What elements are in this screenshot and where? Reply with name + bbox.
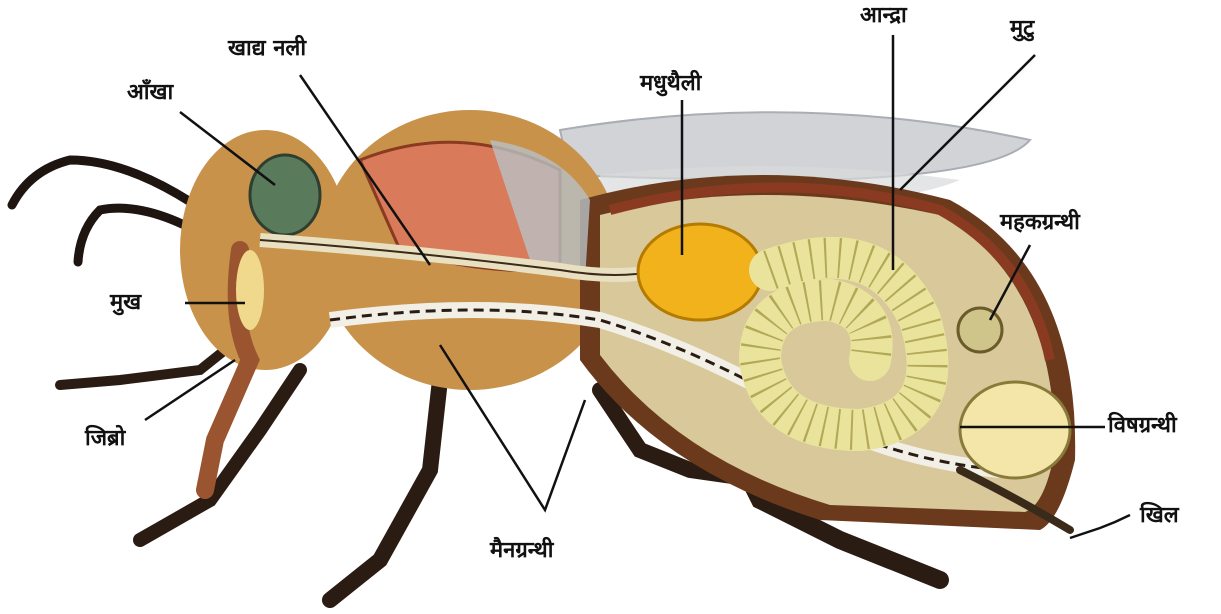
label-sting: खिल xyxy=(1140,505,1179,527)
label-heart: मुटु xyxy=(1010,18,1034,40)
pointer-line-eye xyxy=(180,112,275,185)
label-eye: आँखा xyxy=(127,82,173,104)
pointer-line-heart xyxy=(900,55,1035,190)
label-mouth: मुख xyxy=(110,292,141,314)
pointer-line-wax-gland xyxy=(440,345,585,510)
label-venom-gland: विषग्रन्थी xyxy=(1108,415,1177,437)
label-honey-sac: मधुथैली xyxy=(640,73,701,95)
pointer-line-sting xyxy=(1070,515,1130,538)
label-food-tube: खाद्य नली xyxy=(228,38,306,60)
label-intestine: आन्द्रा xyxy=(860,5,907,27)
pointer-line-scent-gland xyxy=(990,245,1030,320)
pointer-line-food-tube xyxy=(300,75,430,265)
pointer-line-tongue xyxy=(145,360,235,420)
label-tongue: जिब्रो xyxy=(85,428,125,450)
label-scent-gland: महकग्रन्थी xyxy=(1000,212,1080,234)
label-wax-gland: मैनग्रन्थी xyxy=(490,540,553,562)
